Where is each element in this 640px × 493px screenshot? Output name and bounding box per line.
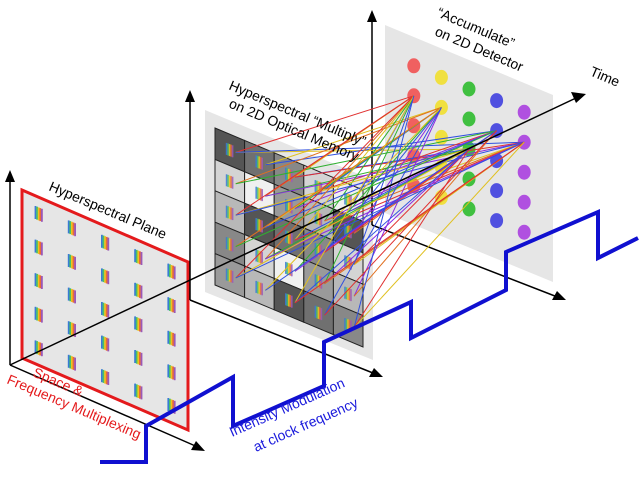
spectral-cell <box>134 383 143 400</box>
axis-arrowhead-1b <box>191 441 205 451</box>
ray-line <box>324 107 442 316</box>
axis-arrowhead-1 <box>5 170 15 182</box>
axis-arrowhead-2 <box>185 90 195 102</box>
spectral-cell <box>67 321 76 337</box>
detector-spot <box>434 69 448 85</box>
ray-line <box>235 130 497 185</box>
spectral-cell <box>101 369 110 385</box>
ray-line <box>235 141 525 279</box>
spectral-cell <box>167 330 176 347</box>
ray-line <box>235 148 470 153</box>
spectral-cell <box>34 206 43 222</box>
ray-line <box>324 130 497 316</box>
spectral-cell <box>67 254 76 270</box>
memory-grid-cells <box>214 127 364 348</box>
axis-horizontal-3 <box>371 224 561 299</box>
spectral-cell <box>34 273 43 289</box>
detector-spot <box>462 201 476 217</box>
detector-spot <box>490 183 504 199</box>
detector-spot <box>462 111 476 127</box>
spectral-cell <box>34 306 43 323</box>
ray-line <box>353 95 415 328</box>
ray-line <box>353 130 497 297</box>
spectral-cell <box>101 268 110 285</box>
time-axis <box>9 97 577 366</box>
ray-line <box>264 107 442 291</box>
spectral-cell <box>101 335 110 352</box>
axis-arrowhead-2b <box>369 368 383 377</box>
ray-line <box>264 95 415 260</box>
ray-line <box>235 130 497 248</box>
spectral-cell <box>67 220 76 237</box>
detector-spot <box>517 194 531 210</box>
ray-line <box>353 148 470 328</box>
ray-line <box>235 95 414 153</box>
hyperspectral-plane-group <box>5 170 205 451</box>
ray-line <box>294 141 525 304</box>
detector-spot <box>462 81 476 97</box>
detector-spot <box>517 164 531 180</box>
hyperspectral-plane-border <box>20 187 190 433</box>
spectral-cell <box>34 239 43 256</box>
spectral-cell <box>167 398 176 414</box>
ray-line <box>265 130 497 166</box>
spectral-cell <box>134 316 143 333</box>
ray-line <box>235 148 470 279</box>
axis-horizontal-2 <box>189 299 379 376</box>
ray-line <box>324 148 470 285</box>
spectral-cell <box>67 354 76 371</box>
detector-spot <box>490 213 504 229</box>
spectral-cell <box>134 249 143 265</box>
spectral-cell <box>67 287 76 304</box>
ray-line <box>294 148 470 304</box>
detector-spot <box>490 93 504 109</box>
ray-line <box>235 95 415 216</box>
time-axis-label: Time <box>588 63 623 90</box>
time-axis-arrowhead <box>571 92 586 103</box>
spectral-cell <box>101 234 110 251</box>
ray-line <box>324 95 415 284</box>
ray-line <box>353 141 525 328</box>
spectral-cell <box>134 350 143 366</box>
optical-memory-group <box>185 90 383 377</box>
ray-line <box>294 95 415 304</box>
ray-line <box>324 130 497 191</box>
detector-spot <box>517 104 531 120</box>
ray-line <box>235 106 442 247</box>
intensity-modulation-wave <box>100 208 639 464</box>
ray-line <box>294 95 415 241</box>
ray-line <box>294 107 442 272</box>
detector-spot <box>407 58 421 74</box>
spectral-cell <box>101 302 110 318</box>
plane-spectral-cells <box>34 206 176 414</box>
detector-group <box>367 10 566 300</box>
ray-line <box>265 130 497 229</box>
ray-line <box>235 141 525 153</box>
ray-line <box>324 107 442 253</box>
detector-spot <box>517 224 531 240</box>
axis-arrowhead-3 <box>367 10 377 22</box>
memory-cell <box>303 290 334 336</box>
axis-arrowhead-3b <box>552 291 566 300</box>
spectral-cell <box>167 297 176 313</box>
ray-line <box>353 148 470 266</box>
ray-line <box>265 130 497 291</box>
ray-line <box>235 95 415 279</box>
spectral-cell <box>134 282 143 299</box>
spectral-cell <box>167 364 176 381</box>
memory-cell <box>273 277 305 323</box>
spectral-cell <box>167 263 176 280</box>
ray-line <box>294 141 525 178</box>
axis-horizontal-1 <box>9 364 201 449</box>
